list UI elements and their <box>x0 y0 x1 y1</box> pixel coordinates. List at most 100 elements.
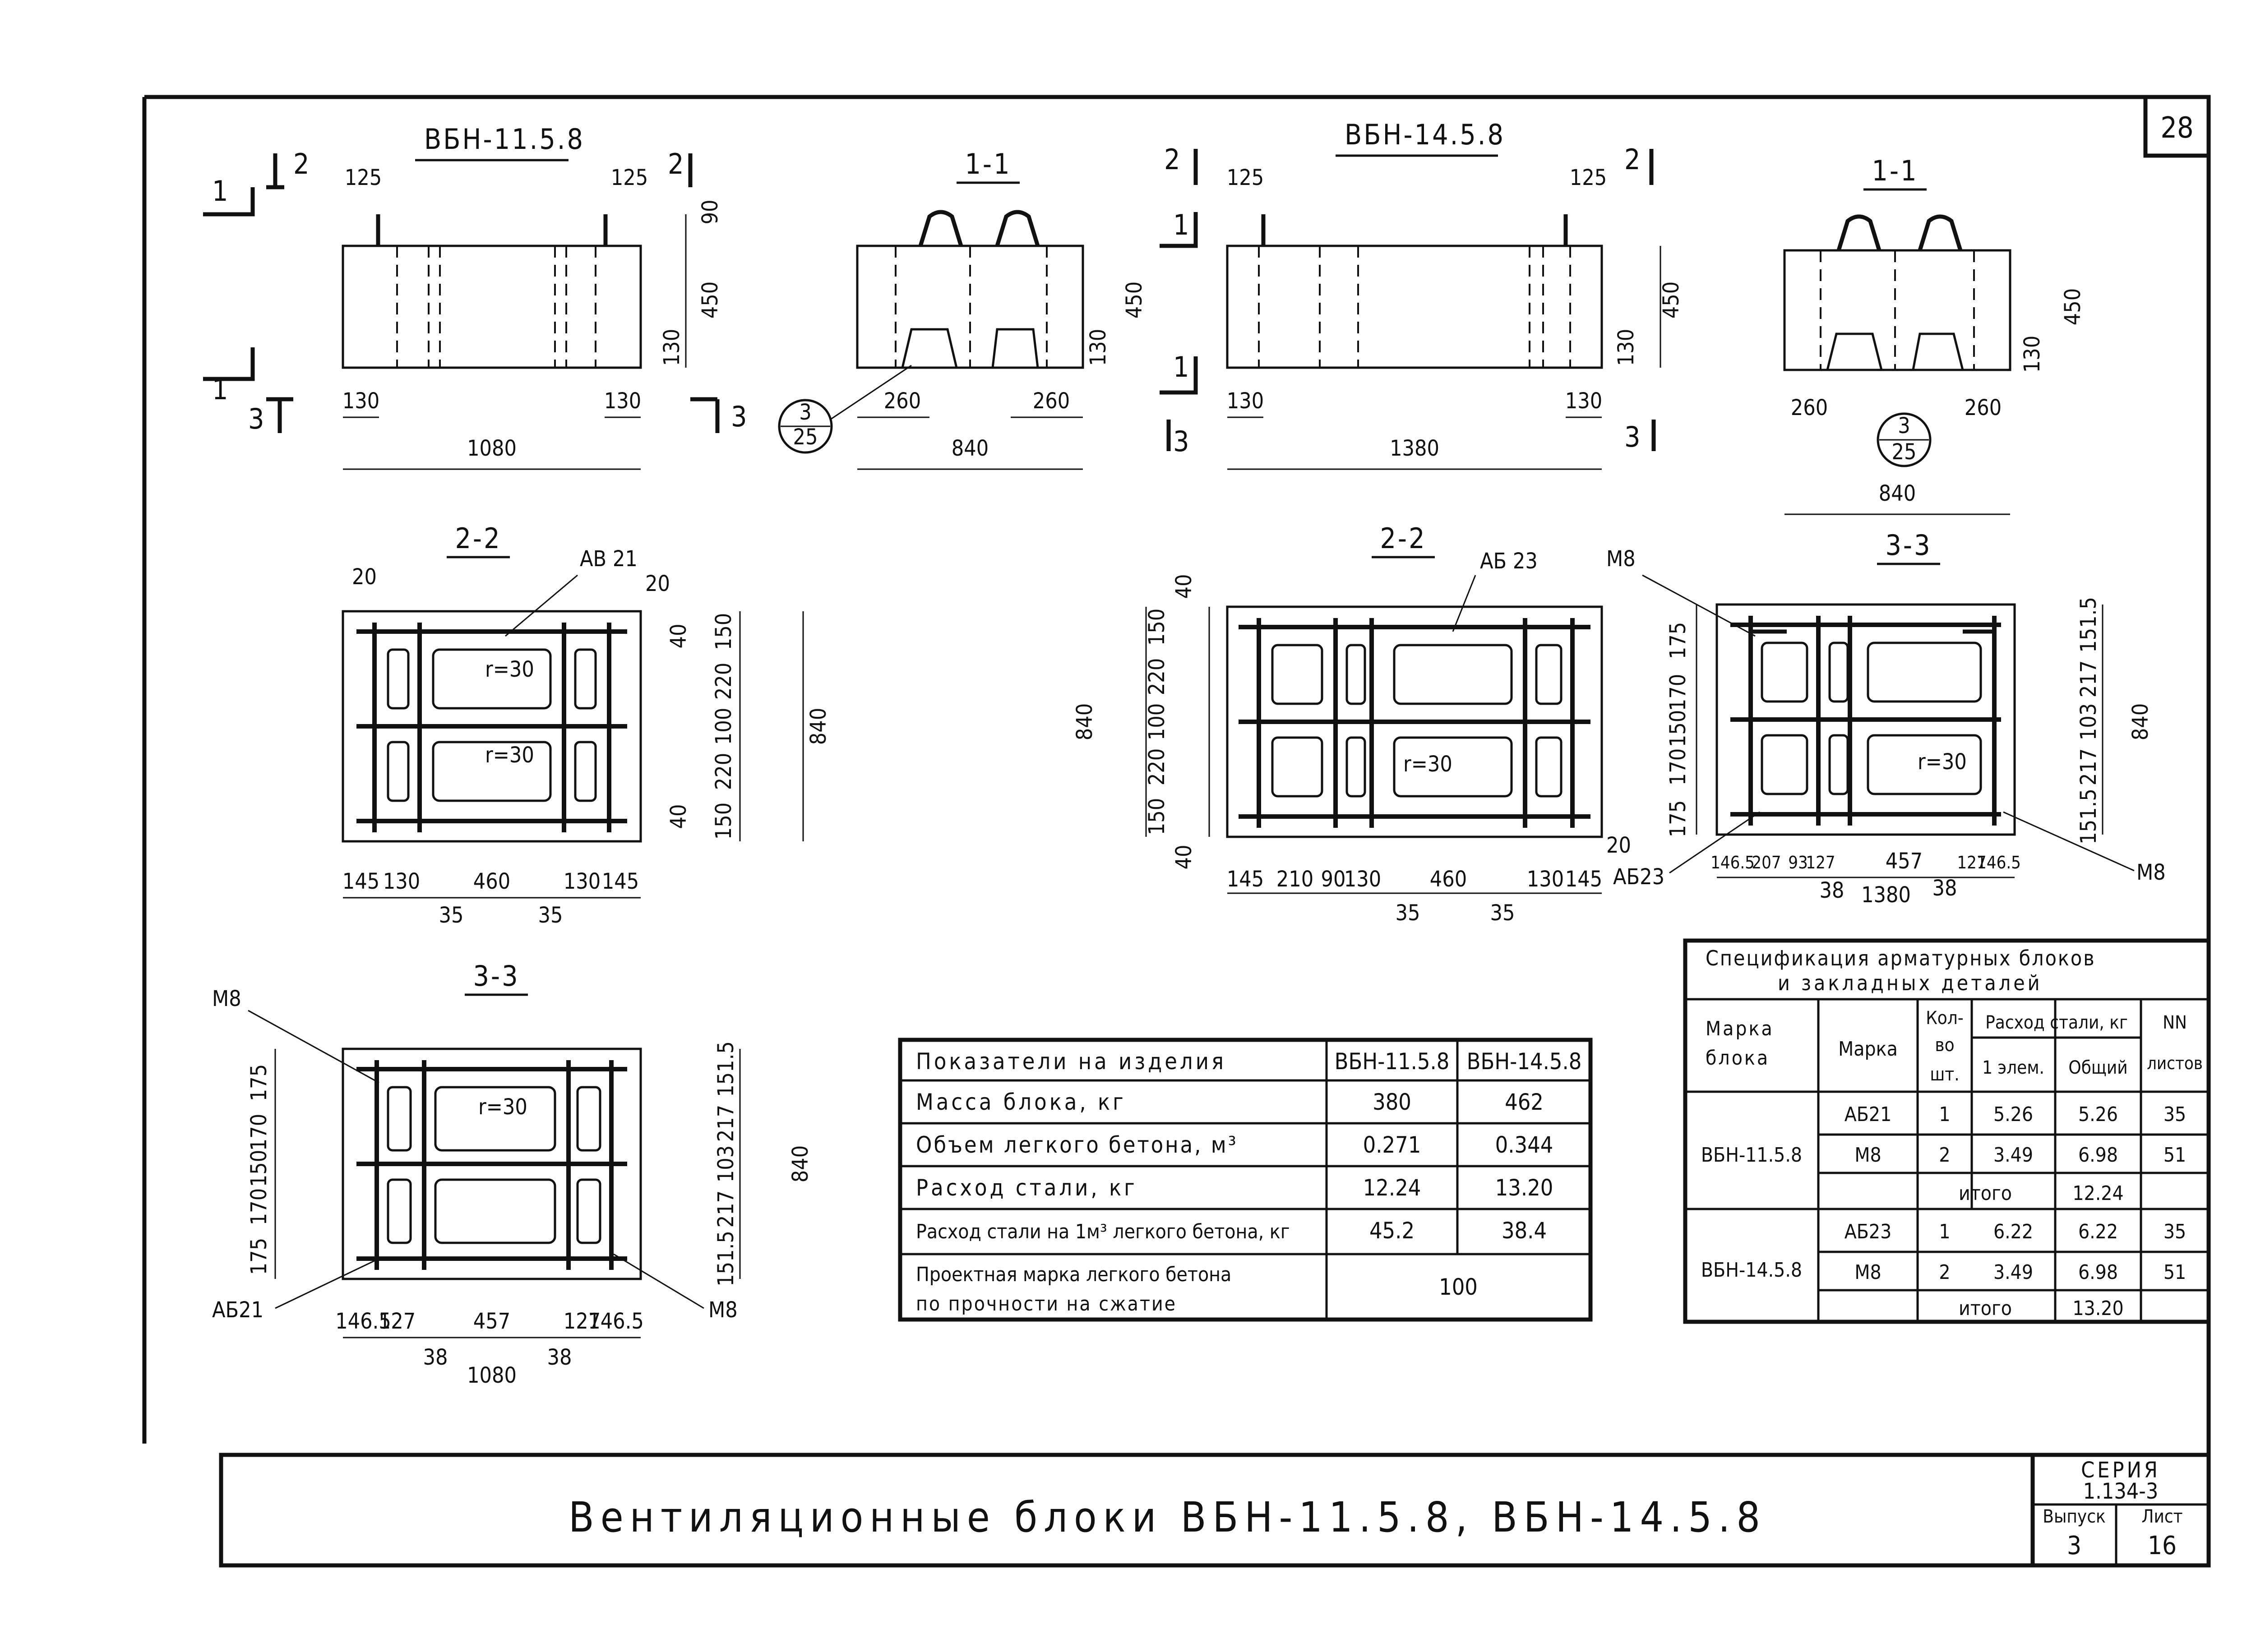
b2-s33-38b: 38 <box>1932 876 1957 901</box>
b1-s22-40b: 40 <box>666 804 691 829</box>
b1-s33-1080: 1080 <box>467 1363 517 1388</box>
b2-s22-40b: 40 <box>1171 845 1197 870</box>
b1-s22-35a: 35 <box>439 903 464 928</box>
b2-s33-217b: 217 <box>2076 748 2101 785</box>
b1-s22-ab21: АВ 21 <box>580 546 638 572</box>
b1-s33-r: r=30 <box>478 1094 527 1120</box>
b1-s33-m8a: М8 <box>212 986 241 1011</box>
b2-s22-460: 460 <box>1430 867 1467 892</box>
b1-s33-38b: 38 <box>547 1345 572 1370</box>
b1-s33-1465b: 146.5 <box>588 1309 644 1334</box>
block2-section-3-3: 3-3 r=30 М8 М8 АБ23 175 170 150 170 175 … <box>1606 529 2166 908</box>
b2-s22-label: 2-2 <box>1380 522 1426 555</box>
b1-dim-130c: 130 <box>659 329 684 366</box>
spec-h-block-1: Марка <box>1706 1017 1774 1040</box>
b1-s33-label: 3-3 <box>473 960 519 992</box>
b1-s22-840: 840 <box>806 708 831 745</box>
indicators-table: Показатели на изделия ВБН-11.5.8 ВБН-14.… <box>898 1038 1593 1322</box>
spec-r1-one: 5.26 <box>1993 1103 2033 1126</box>
b2-s33-m8a: М8 <box>1606 546 1636 572</box>
b1-s11-width: 840 <box>952 436 989 461</box>
b2-s33-127b: 127 <box>1957 853 1986 872</box>
b2-s22-20: 20 <box>1606 833 1631 858</box>
b2-s33-150: 150 <box>1665 710 1691 747</box>
b1-s11-label: 1-1 <box>965 148 1011 180</box>
b1-note-bottom: 25 <box>793 425 818 450</box>
b2-s33-m8b: М8 <box>2136 860 2166 885</box>
block2-name: ВБН-14.5.8 <box>1345 118 1505 151</box>
b2-s33-1380: 1380 <box>1861 882 1911 908</box>
b2-s33-93: 93 <box>1788 853 1808 872</box>
spec-r4-one: 3.49 <box>1993 1261 2033 1284</box>
b1-s33-103: 103 <box>713 1145 739 1182</box>
b2-s33-840: 840 <box>2128 703 2153 740</box>
specification-table: Спецификация арматурных блоков и закладн… <box>1683 938 2211 1324</box>
spec-r2-mark: М8 <box>1854 1144 1881 1167</box>
series-value: 1.134-3 <box>2083 1479 2159 1504</box>
b2-width: 1380 <box>1390 436 1439 461</box>
b2-note-bottom: 25 <box>1892 439 1917 465</box>
b2-cut-2-left: 2 <box>1164 143 1182 176</box>
b2-s22-145a: 145 <box>1227 867 1264 892</box>
b2-s33-170b: 170 <box>1665 748 1691 785</box>
ind-r0-v1: 380 <box>1373 1089 1411 1115</box>
ind-r4-label-1: Проектная марка легкого бетона <box>916 1263 1231 1286</box>
b2-dim-130a: 130 <box>1227 388 1264 414</box>
b1-s22-150b: 150 <box>711 803 736 840</box>
b1-s33-38a: 38 <box>423 1345 448 1370</box>
block1-elevation: ВБН-11.5.8 1080 130 130 125 125 90 450 1… <box>203 123 747 470</box>
block1-name: ВБН-11.5.8 <box>424 123 585 156</box>
b2-s33-label: 3-3 <box>1885 529 1932 562</box>
ind-r2-v2: 13.20 <box>1495 1175 1553 1201</box>
b1-s11-cut-1b: 1 <box>1173 351 1191 383</box>
b2-dim-130b: 130 <box>1565 388 1602 414</box>
ind-r3-v1: 45.2 <box>1369 1218 1415 1244</box>
sheet-value: 16 <box>2148 1531 2177 1560</box>
series-label: СЕРИЯ <box>2081 1458 2160 1483</box>
b1-s22-220b: 220 <box>711 753 736 790</box>
spec-r1-total: 5.26 <box>2078 1103 2118 1126</box>
b1-dim-125a: 125 <box>345 165 382 190</box>
b2-s11-label: 1-1 <box>1872 154 1918 187</box>
b1-s22-130b: 130 <box>564 869 601 894</box>
block1-section-1-1: 1-1 840 260 260 450 130 3 25 1 1 <box>778 148 1198 470</box>
block2-elevation: ВБН-14.5.8 1380 130 130 125 125 450 130 … <box>1164 118 1684 470</box>
block2-section-2-2: 2-2 r=30 АБ 23 40 150 220 100 220 150 40… <box>1072 522 1631 926</box>
b1-s33-170a: 170 <box>246 1114 272 1151</box>
b1-cut-2-top: 2 <box>293 148 311 180</box>
b2-s22-840: 840 <box>1072 703 1097 740</box>
b1-s33-1515a: 151.5 <box>713 1041 739 1097</box>
ind-r2-v1: 12.24 <box>1363 1175 1421 1201</box>
b2-s22-40a: 40 <box>1171 574 1197 599</box>
b1-s33-217b: 217 <box>713 1191 739 1227</box>
spec-h-qty-2: во <box>1935 1035 1954 1056</box>
b1-s22-460: 460 <box>473 869 510 894</box>
b1-s22-r2: r=30 <box>485 743 534 768</box>
spec-total2-label: итого <box>1959 1297 2012 1320</box>
b1-s22-label: 2-2 <box>455 522 501 555</box>
b2-s22-145b: 145 <box>1565 867 1602 892</box>
ind-r0-label: Масса блока, кг <box>916 1089 1126 1115</box>
sheet-title: Вентиляционные блоки ВБН-11.5.8, ВБН-14.… <box>569 1493 1766 1541</box>
b2-s33-170a: 170 <box>1665 674 1691 711</box>
b2-s22-35b: 35 <box>1490 900 1515 926</box>
ind-h2: ВБН-14.5.8 <box>1467 1048 1582 1075</box>
b2-dim-450: 450 <box>1659 281 1684 318</box>
b2-s22-r: r=30 <box>1403 752 1452 777</box>
spec-r1-qty: 1 <box>1939 1103 1950 1126</box>
b1-s33-457: 457 <box>473 1309 510 1334</box>
spec-h-qty-3: шт. <box>1930 1064 1959 1085</box>
b2-s33-1465a: 146.5 <box>1710 853 1755 872</box>
b1-s33-175b: 175 <box>246 1238 272 1275</box>
spec-h-mark: Марка <box>1838 1038 1898 1061</box>
b1-dim-450: 450 <box>698 281 723 318</box>
spec-r2-sheet: 51 <box>2164 1144 2186 1167</box>
b2-s11-width: 840 <box>1879 481 1916 506</box>
b2-s22-35a: 35 <box>1396 900 1420 926</box>
b2-s33-217a: 217 <box>2076 660 2101 697</box>
b1-s22-20b: 20 <box>645 571 670 596</box>
b2-s22-130b: 130 <box>1527 867 1564 892</box>
b1-dim-125b: 125 <box>611 165 648 190</box>
spec-h-steel: Расход стали, кг <box>1985 1012 2128 1033</box>
b2-s33-175b: 175 <box>1665 800 1691 837</box>
